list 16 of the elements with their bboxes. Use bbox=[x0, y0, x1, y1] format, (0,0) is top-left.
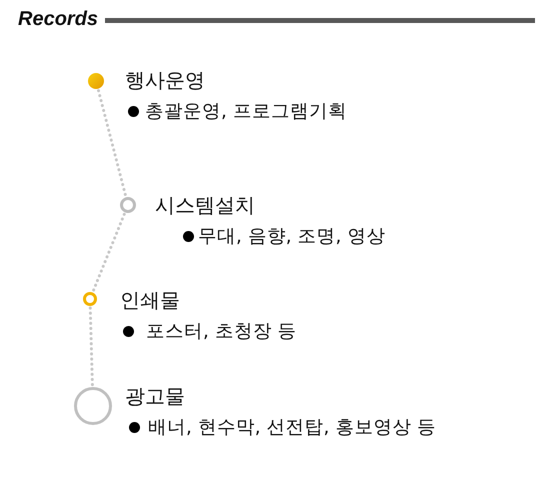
dotted-connector bbox=[92, 212, 126, 292]
item-detail: 포스터, 초청장 등 bbox=[146, 320, 297, 343]
ring-circle-marker bbox=[74, 387, 112, 425]
item-heading: 광고물 bbox=[125, 384, 185, 408]
filled-circle-marker bbox=[88, 73, 104, 89]
ring-circle-marker bbox=[120, 197, 136, 213]
item-detail: 배너, 현수막, 선전탑, 홍보영상 등 bbox=[148, 416, 436, 439]
dotted-connector bbox=[88, 306, 94, 386]
item-heading: 시스템설치 bbox=[155, 193, 255, 217]
item-heading: 인쇄물 bbox=[120, 288, 180, 312]
section-title: Records bbox=[18, 7, 98, 32]
item-detail: 총괄운영, 프로그램기획 bbox=[145, 100, 347, 123]
dotted-connector bbox=[97, 89, 127, 197]
ring-circle-marker bbox=[83, 292, 97, 306]
item-detail: 무대, 음향, 조명, 영상 bbox=[198, 225, 386, 248]
item-heading: 행사운영 bbox=[125, 68, 205, 92]
